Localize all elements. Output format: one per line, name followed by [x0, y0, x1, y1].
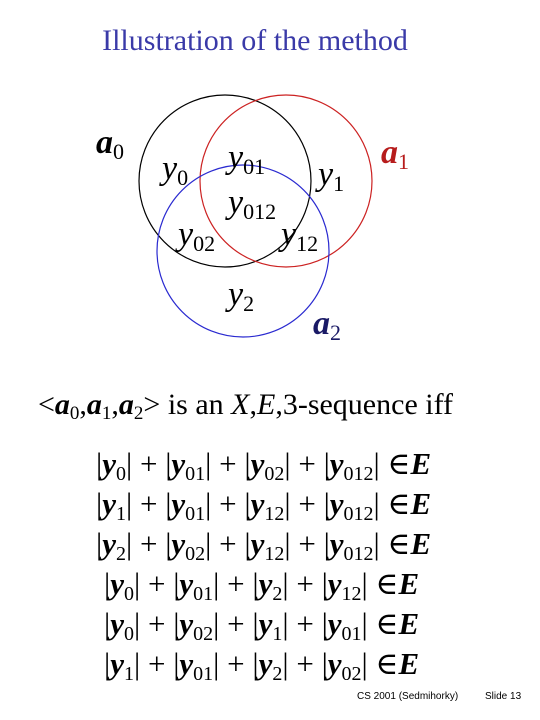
set-a0-circle	[138, 94, 312, 268]
condition-list: |y0| + |y01| + |y02| + |y012| ∈E|y1| + |…	[0, 446, 540, 686]
condition-row: |y0| + |y01| + |y2| + |y12| ∈E	[104, 566, 420, 605]
venn-diagram	[138, 94, 373, 338]
region-label-y2: y2	[228, 276, 255, 316]
set-label-a1: a1	[381, 134, 409, 174]
condition-row: |y1| + |y01| + |y2| + |y02| ∈E	[104, 646, 420, 685]
region-label-y012: y012	[228, 184, 277, 224]
set-label-a2: a2	[313, 305, 341, 345]
condition-row: |y0| + |y01| + |y02| + |y012| ∈E	[96, 446, 432, 485]
region-label-y1: y1	[318, 156, 345, 196]
condition-row: |y1| + |y01| + |y12| + |y012| ∈E	[96, 486, 432, 525]
slide-number: Slide 13	[485, 691, 522, 702]
slide-title: Illustration of the method	[102, 24, 408, 57]
condition-row: |y0| + |y02| + |y1| + |y01| ∈E	[104, 606, 420, 645]
condition-row: |y2| + |y02| + |y12| + |y012| ∈E	[96, 526, 432, 565]
set-label-a0: a0	[96, 124, 124, 164]
region-label-y02: y02	[178, 216, 216, 256]
set-a2-circle	[156, 164, 330, 338]
sequence-definition: <a0,a1,a2> is an X,E,3-sequence iff	[38, 388, 454, 424]
region-label-y0: y0	[162, 150, 189, 190]
region-label-y01: y01	[228, 139, 266, 179]
set-a1-circle	[199, 94, 373, 268]
course-footer: CS 2001 (Sedmihorky)	[357, 691, 459, 702]
region-label-y12: y12	[281, 216, 319, 256]
